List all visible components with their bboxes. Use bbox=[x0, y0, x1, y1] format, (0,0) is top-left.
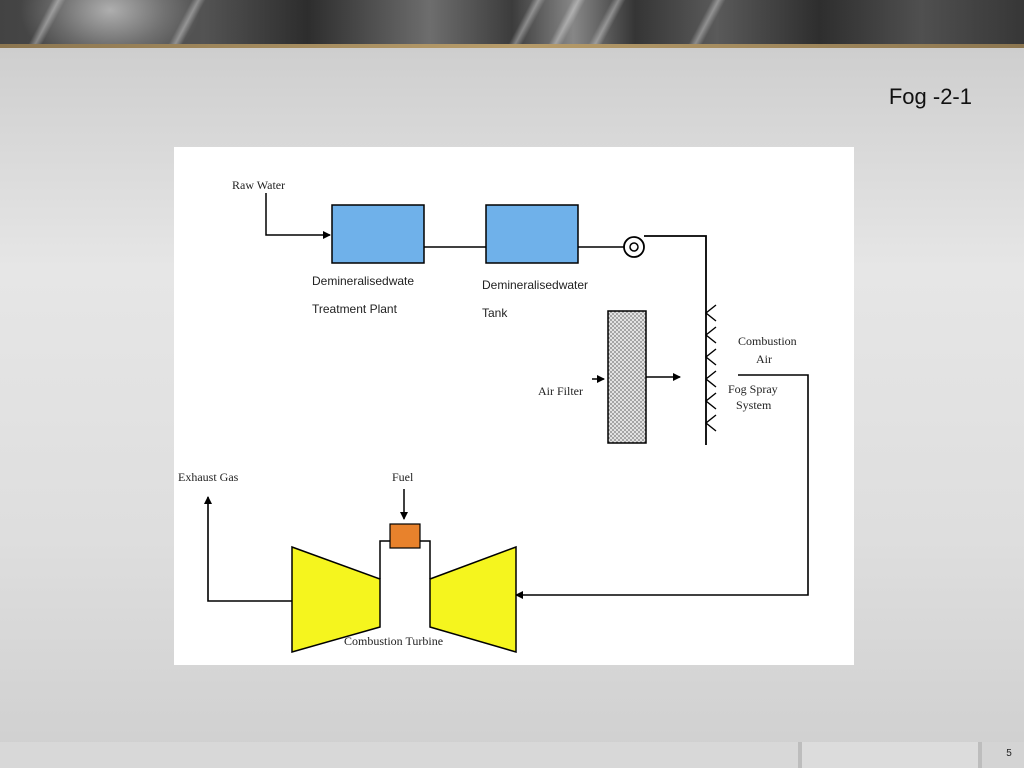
nozzle-icon bbox=[704, 304, 717, 322]
exhaust-gas-line bbox=[204, 496, 292, 602]
footer-page-segment bbox=[982, 742, 1024, 768]
turbine-stage bbox=[291, 545, 381, 653]
banner-highlight bbox=[508, 0, 546, 44]
raw-water-line bbox=[265, 193, 331, 239]
raw-water-label: Raw Water bbox=[232, 178, 285, 192]
combustor-to-turbine-link bbox=[379, 540, 390, 579]
demin-plant-label-1: Demineralisedwate bbox=[312, 274, 414, 288]
combustion-air-label-2: Air bbox=[756, 352, 772, 366]
demin-plant-label-2: Treatment Plant bbox=[312, 302, 398, 316]
exhaust-gas-label: Exhaust Gas bbox=[178, 470, 239, 484]
demin-water-tank-box bbox=[485, 204, 579, 264]
combustion-turbine-label: Combustion Turbine bbox=[344, 634, 443, 648]
fog-spray-label-2: System bbox=[736, 398, 772, 412]
banner-highlight bbox=[548, 0, 586, 44]
nozzle-icon bbox=[704, 414, 717, 432]
header-banner bbox=[0, 0, 1024, 44]
banner-highlight bbox=[28, 0, 66, 44]
spray-header-line bbox=[644, 235, 707, 445]
nozzle-icon bbox=[704, 370, 717, 388]
banner-highlight bbox=[688, 0, 726, 44]
diagram-canvas: Raw Water Demineralisedwate Treatment Pl… bbox=[178, 178, 809, 653]
combustion-air-duct bbox=[515, 374, 809, 599]
footer-divider bbox=[978, 742, 982, 768]
combustor-to-compressor-link bbox=[420, 540, 431, 579]
banner-highlight bbox=[168, 0, 206, 44]
air-filter-box bbox=[607, 310, 647, 444]
air-filter-label: Air Filter bbox=[538, 384, 583, 398]
page-number: 5 bbox=[1006, 748, 1012, 759]
compressor-stage bbox=[429, 545, 517, 653]
demin-tank-label-2: Tank bbox=[482, 306, 508, 320]
demin-tank-label-1: Demineralisedwater bbox=[482, 278, 588, 292]
nozzle-icon bbox=[704, 348, 717, 366]
fog-nozzles bbox=[704, 304, 717, 432]
demin-treatment-plant-box bbox=[331, 204, 425, 264]
banner-highlight bbox=[588, 0, 626, 44]
header-accent-line bbox=[0, 44, 1024, 48]
nozzle-icon bbox=[704, 326, 717, 344]
pump-impeller-icon bbox=[629, 242, 639, 252]
combustion-air-label-1: Combustion bbox=[738, 334, 797, 348]
fog-spray-label-1: Fog Spray bbox=[728, 382, 778, 396]
fog-system-diagram: Raw Water Demineralisedwate Treatment Pl… bbox=[174, 147, 854, 665]
fuel-label: Fuel bbox=[392, 470, 414, 484]
slide-title: Fog -2-1 bbox=[888, 84, 972, 109]
combustor-box bbox=[389, 523, 421, 549]
footer-divider bbox=[798, 742, 802, 768]
footer-segment bbox=[802, 742, 978, 768]
nozzle-icon bbox=[704, 392, 717, 410]
